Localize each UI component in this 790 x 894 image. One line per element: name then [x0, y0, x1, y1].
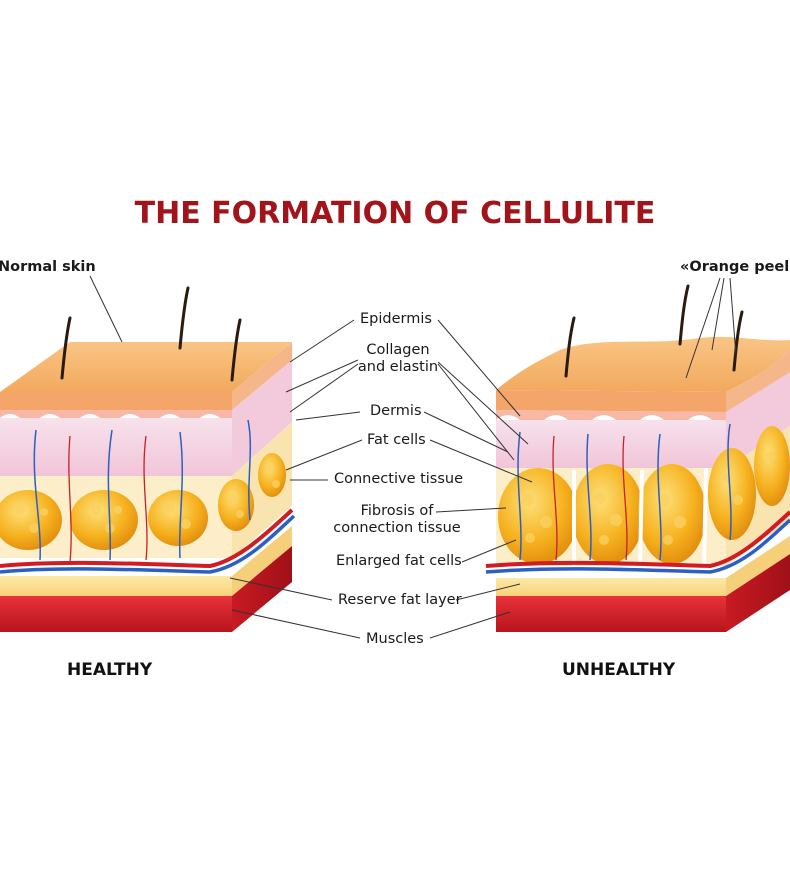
healthy-dermis-front: [0, 418, 232, 476]
label-fibrosis-line1: Fibrosis of: [360, 503, 434, 519]
unhealthy-dermis-side: [726, 372, 790, 468]
unhealthy-epidermis-front: [496, 390, 726, 412]
label-fat-cells: Fat cells: [367, 432, 426, 448]
label-fibrosis: Fibrosis of connection tissue: [330, 503, 464, 537]
unhealthy-dermis-front: [496, 420, 726, 468]
unhealthy-fibrosis: [572, 467, 708, 567]
healthy-fat-clusters: [0, 453, 286, 550]
callout-orange-peel: «Orange peel»: [680, 259, 790, 275]
healthy-epidermis-front: [0, 392, 232, 410]
unhealthy-muscle-front: [496, 596, 726, 632]
diagram-title: THE FORMATION OF CELLULITE: [134, 196, 656, 231]
caption-unhealthy: UNHEALTHY: [562, 660, 676, 680]
label-collagen-line2: and elastin: [357, 359, 439, 375]
unhealthy-epidermis-side: [726, 350, 790, 412]
healthy-epidermis-side: [232, 342, 292, 410]
healthy-epidermis-top: [0, 342, 292, 392]
label-epidermis: Epidermis: [360, 311, 432, 327]
label-collagen: Collagen and elastin: [355, 342, 441, 376]
unhealthy-artery: [485, 510, 790, 569]
healthy-vein: [0, 514, 296, 574]
unhealthy-hairs: [564, 284, 744, 378]
healthy-block: [0, 286, 296, 632]
healthy-capillaries: [33, 419, 252, 561]
healthy-hairs: [60, 286, 242, 382]
callout-normal-skin: Normal skin: [0, 259, 96, 275]
healthy-muscle-side: [232, 546, 292, 632]
unhealthy-reserve-fat-front: [496, 578, 726, 596]
healthy-reserve-fat-front: [0, 576, 232, 596]
label-reserve-fat-layer: Reserve fat layer: [338, 592, 462, 608]
label-muscles: Muscles: [366, 631, 424, 647]
caption-healthy: HEALTHY: [67, 660, 153, 680]
label-dermis: Dermis: [370, 403, 422, 419]
unhealthy-reserve-fat-side: [726, 536, 790, 596]
healthy-artery: [0, 508, 294, 569]
unhealthy-muscle-side: [726, 554, 790, 632]
unhealthy-block: [485, 284, 790, 632]
unhealthy-vein: [485, 518, 790, 574]
label-enlarged-fat-cells: Enlarged fat cells: [336, 553, 462, 569]
healthy-dermis-side: [232, 360, 292, 476]
unhealthy-capillaries: [517, 423, 732, 561]
label-connective-tissue: Connective tissue: [334, 471, 464, 487]
label-collagen-line1: Collagen: [366, 342, 430, 358]
healthy-papillae: [0, 410, 232, 422]
leader-lines: [89, 275, 737, 639]
healthy-muscle-front: [0, 596, 232, 632]
unhealthy-enlarged-fat: [498, 426, 790, 564]
healthy-reserve-fat-side: [232, 526, 292, 596]
label-fibrosis-line2: connection tissue: [333, 520, 461, 536]
